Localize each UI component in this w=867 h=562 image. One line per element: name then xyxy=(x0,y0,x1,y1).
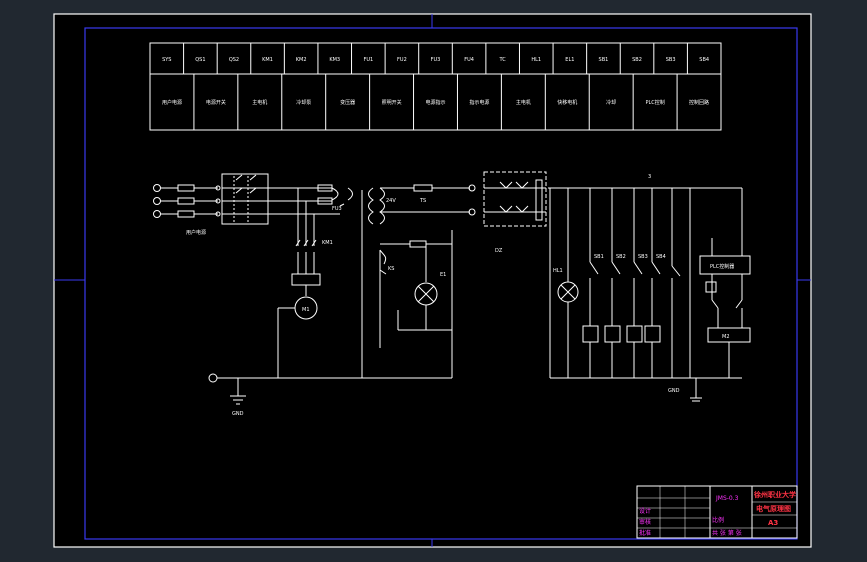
drawing-sheet xyxy=(53,13,812,548)
header-cell-label: KM2 xyxy=(296,57,307,63)
header-cell-label: EL1 xyxy=(565,57,574,63)
section-label: PLC控制 xyxy=(645,99,664,106)
ts-label: TS xyxy=(419,198,426,204)
control-circuit: DZ 3 HL1 SB1 SB2 xyxy=(483,171,751,402)
motor2-label: M2 xyxy=(722,334,730,340)
sb-label: SB4 xyxy=(656,254,666,260)
row-designer: 设计 xyxy=(639,507,651,515)
row-sheet: 共 张 第 张 xyxy=(712,529,742,537)
section-label: 冷却泵 xyxy=(296,99,311,106)
relay-branches: SB1 SB2 SB3 SB4 xyxy=(582,188,681,378)
school-name: 徐州职业大学 xyxy=(753,490,796,499)
transformer-icon xyxy=(368,187,374,225)
section-label: 主电机 xyxy=(516,99,531,106)
plc-label: PLC控制器 xyxy=(710,263,734,270)
header-cell-label: KM3 xyxy=(329,57,340,63)
row-approve: 批准 xyxy=(639,529,651,537)
header-cell-label: SB2 xyxy=(632,57,642,63)
section-label: 用户电源 xyxy=(162,99,182,106)
header-cell-label: QS2 xyxy=(229,57,239,63)
header-cell-label: FU4 xyxy=(464,57,474,63)
sb-label: SB2 xyxy=(616,254,626,260)
header-cell-label: SB4 xyxy=(699,57,709,63)
gnd-right-label: GND xyxy=(668,388,680,394)
sheet-size: A3 xyxy=(768,519,778,527)
header-cell-label: SB3 xyxy=(666,57,676,63)
sb-label: SB1 xyxy=(594,254,604,260)
section-label: 指示电源 xyxy=(469,99,489,106)
motor1-label: M1 xyxy=(302,307,310,313)
power-circuit: 用户电源 FU3 KM1 M1 xyxy=(153,173,452,417)
fu-label: FU3 xyxy=(332,206,342,212)
section-label: 电源指示 xyxy=(425,99,445,106)
lighting-circuit: 24V TS KS E1 xyxy=(361,184,476,378)
inner-frame xyxy=(84,27,798,540)
header-cell-label: FU2 xyxy=(397,57,407,63)
section-label: 控制回路 xyxy=(689,99,709,106)
dz-label: DZ xyxy=(495,248,503,254)
header-cell-label: QS1 xyxy=(195,57,205,63)
header-cell-label: SYS xyxy=(162,57,171,63)
gnd-left-label: GND xyxy=(232,411,244,417)
contactor-box xyxy=(483,171,547,227)
section-label: 冷却 xyxy=(606,99,616,106)
section-label: 电源开关 xyxy=(206,99,226,106)
ks-label: KS xyxy=(388,266,394,272)
frame-tag: 3 xyxy=(648,174,651,180)
lamp-label: E1 xyxy=(440,272,446,278)
plc-controller xyxy=(699,255,751,275)
header-cell-label: FU1 xyxy=(363,57,373,63)
row-scale: 比例 xyxy=(712,516,724,524)
header-cell-label: FU3 xyxy=(431,57,441,63)
user-power-label: 用户电源 xyxy=(186,229,206,236)
section-label: 照明开关 xyxy=(382,99,402,106)
header-cell-label: HL1 xyxy=(531,57,541,63)
km1-label: KM1 xyxy=(322,240,333,246)
drawing-number: JMS-0.3 xyxy=(715,495,739,502)
hl1-label: HL1 xyxy=(553,268,563,274)
row-check: 审核 xyxy=(639,518,651,526)
sb-label: SB3 xyxy=(638,254,648,260)
voltage-label: 24V xyxy=(386,198,396,204)
header-cell-label: TC xyxy=(499,57,507,63)
section-label: 主电机 xyxy=(252,99,267,106)
header-cell-label: SB1 xyxy=(599,57,609,63)
section-label: 变压器 xyxy=(340,99,355,106)
title-block: 徐州职业大学 电气原理图 A3 JMS-0.3 设计 审核 批准 比例 共 张 … xyxy=(636,485,798,539)
drawing-name: 电气原理图 xyxy=(756,504,791,513)
header-cell-label: KM1 xyxy=(262,57,273,63)
header-table: SYS QS1 QS2 KM1 KM2 KM3 FU1 FU2 FU3 FU4 TC HL1 EL1 SB… xyxy=(149,42,722,131)
section-label: 快移电机 xyxy=(557,99,577,106)
circuit-breaker-box xyxy=(221,173,269,225)
